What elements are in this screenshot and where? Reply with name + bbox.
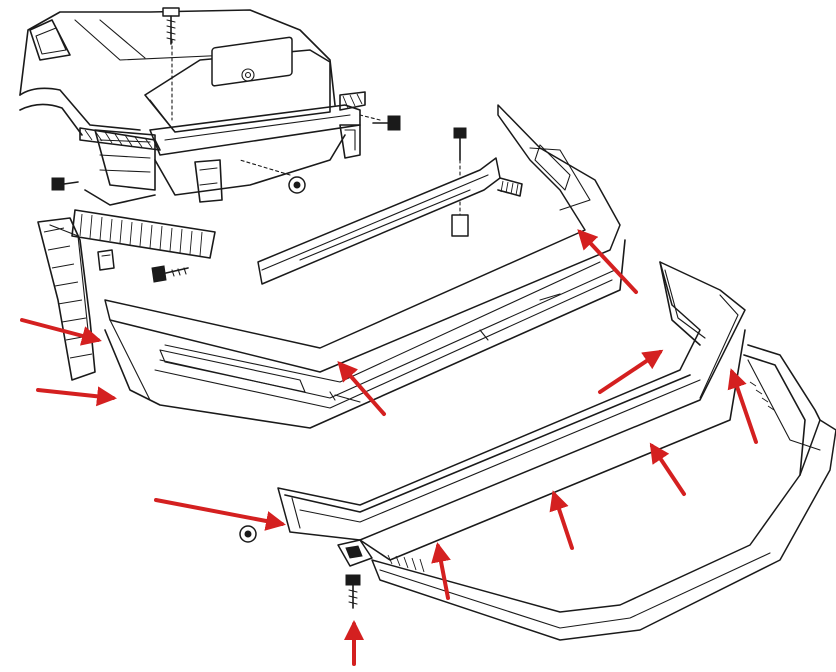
arrow-indicator — [598, 349, 664, 394]
side-screw-icon — [372, 115, 401, 131]
arrow-indicator — [36, 386, 117, 407]
bottom-clip-icon — [337, 539, 373, 567]
bottom-bolt-icon — [345, 574, 361, 609]
rail-screw-icon — [151, 265, 189, 283]
arrow-indicator — [649, 442, 686, 496]
arrow-indicator — [549, 490, 574, 550]
left-screw-icon — [51, 177, 79, 191]
rail-clip-icon — [97, 249, 115, 271]
side-clip-icon — [239, 525, 257, 543]
reinforcement-beam — [104, 104, 626, 429]
arrow-indicator — [154, 498, 286, 531]
arrow-indicator — [431, 542, 451, 600]
trunk-lock — [241, 68, 255, 82]
impact-absorber — [257, 157, 501, 285]
arrow-indicator — [727, 368, 758, 444]
lower-trim-strip — [371, 344, 836, 641]
licence-plate — [211, 36, 293, 87]
small-clip-icon — [288, 176, 306, 194]
arrows-layer — [20, 229, 758, 666]
bumper-cover — [277, 261, 746, 561]
arrow-indicator — [20, 318, 102, 346]
car-rear-body — [19, 9, 381, 206]
top-bolt-icon — [162, 7, 180, 45]
mounting-rail — [71, 209, 216, 259]
left-side-bracket — [37, 217, 96, 381]
arrow-indicator — [337, 360, 386, 416]
arrow-indicator — [577, 229, 638, 294]
absorber-end-clip-icon — [497, 177, 523, 197]
